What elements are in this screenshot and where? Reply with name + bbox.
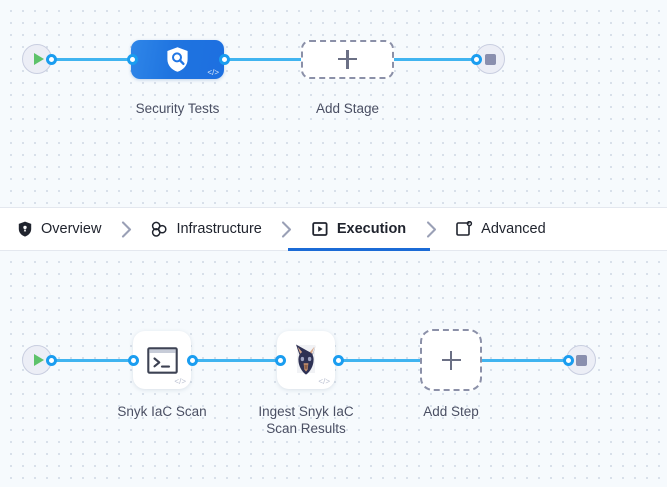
port-ingest-output[interactable] — [333, 354, 344, 366]
chevron-right-icon — [264, 220, 310, 238]
step-label-snyk-iac-scan: Snyk IaC Scan — [117, 404, 207, 419]
step-label-ingest-snyk-iac-scan-results: Ingest Snyk IaC Scan Results — [258, 404, 354, 436]
tab-label-overview: Overview — [41, 221, 102, 237]
port-security-tests-input[interactable] — [127, 53, 138, 65]
connector-line-add-stage-to-end — [391, 57, 480, 61]
connector-line-security-tests-to-add-stage — [224, 57, 301, 61]
port-step-start-output[interactable] — [46, 354, 57, 366]
stage-node-security-tests[interactable]: </> — [131, 39, 224, 79]
stage-label-security-tests: Security Tests — [135, 101, 220, 116]
connector-line-add-step-to-end — [482, 358, 566, 362]
snyk-dog-icon — [296, 344, 316, 375]
terminal-icon — [146, 346, 178, 374]
tab-infrastructure[interactable]: Infrastructure — [149, 208, 263, 251]
stop-icon — [484, 53, 496, 65]
play-icon — [33, 53, 44, 65]
port-step-end-input[interactable] — [563, 354, 574, 366]
play-icon — [33, 354, 44, 366]
step-canvas[interactable]: </> Snyk IaC Scan </> Ingest Snyk IaC Sc… — [0, 251, 667, 487]
connector-line-snyk-iac-scan-to-ingest — [192, 358, 280, 362]
tab-overview[interactable]: Overview — [14, 208, 103, 251]
step-node-snyk-iac-scan[interactable]: </> — [133, 331, 191, 389]
tab-advanced[interactable]: Advanced — [454, 208, 548, 251]
shield-icon — [16, 221, 33, 238]
plus-icon — [441, 350, 461, 370]
tab-label-infrastructure: Infrastructure — [176, 221, 262, 237]
stop-icon — [575, 354, 587, 366]
play-box-icon — [312, 221, 329, 238]
square-gear-icon — [456, 221, 473, 238]
port-security-tests-output[interactable] — [219, 53, 230, 65]
port-snyk-iac-scan-input[interactable] — [128, 354, 139, 366]
shield-search-icon — [167, 46, 188, 72]
add-stage-button[interactable] — [301, 39, 394, 79]
pipeline-tab-bar: Overview Infrastructure Execution — [0, 207, 667, 251]
add-step-button[interactable] — [420, 329, 482, 391]
port-ingest-input[interactable] — [275, 354, 286, 366]
port-snyk-iac-scan-output[interactable] — [187, 354, 198, 366]
pipeline-end-node[interactable] — [475, 44, 505, 74]
stage-label-add-stage: Add Stage — [315, 101, 380, 116]
step-end-node[interactable] — [566, 345, 596, 375]
code-badge-icon: </> — [174, 377, 186, 386]
connector-line-start-to-security-tests — [50, 57, 132, 61]
tab-label-execution: Execution — [336, 221, 407, 237]
plus-icon — [338, 49, 357, 69]
connector-line-ingest-to-add-step — [338, 358, 420, 362]
code-badge-icon: </> — [318, 377, 330, 386]
chevron-right-icon — [103, 220, 149, 238]
code-badge-icon: </> — [207, 67, 219, 77]
stage-canvas[interactable]: </> Security Tests Add Stage — [0, 0, 667, 207]
cluster-nodes-icon — [151, 221, 168, 238]
step-node-ingest-snyk-iac-scan-results[interactable]: </> — [277, 331, 335, 389]
chevron-right-icon — [408, 220, 454, 238]
tab-label-advanced: Advanced — [481, 221, 546, 237]
step-label-add-step: Add Step — [423, 404, 479, 419]
port-end-input[interactable] — [471, 53, 482, 65]
connector-line-start-to-snyk-iac-scan — [50, 358, 134, 362]
port-start-output[interactable] — [46, 53, 57, 65]
tab-execution[interactable]: Execution — [287, 208, 431, 251]
